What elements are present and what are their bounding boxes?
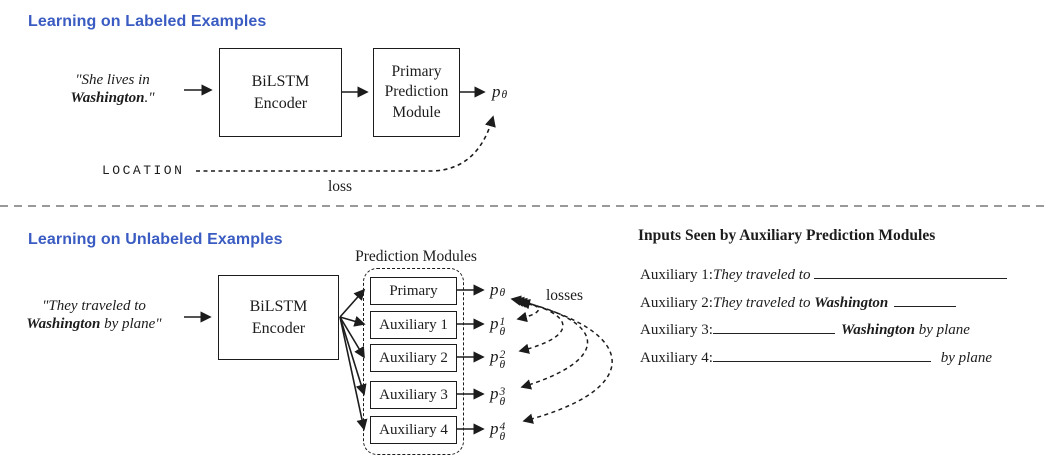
- prediction-modules-label: Prediction Modules: [355, 248, 477, 265]
- p-base: p: [490, 347, 499, 366]
- row-label: Auxiliary 2:: [640, 294, 713, 311]
- module-box-auxiliary-4: Auxiliary 4: [370, 416, 457, 444]
- module-box-primary: Primary: [370, 277, 457, 305]
- fan-arrow-primary: [339, 288, 366, 318]
- row-label: Auxiliary 4:: [640, 349, 713, 366]
- module-box-auxiliary-1: Auxiliary 1: [370, 311, 457, 339]
- row-post-text: by plane: [914, 322, 970, 338]
- loss-label: loss: [327, 178, 353, 195]
- p-sup: 3: [499, 386, 506, 398]
- module-box-auxiliary-3: Auxiliary 3: [370, 381, 457, 409]
- p-sub: θ: [499, 396, 506, 408]
- labeled-section-heading: Learning on Labeled Examples: [28, 13, 267, 30]
- losses-label: losses: [546, 287, 584, 304]
- p-subsup: θ: [501, 89, 508, 101]
- p-sub: θ: [501, 89, 508, 101]
- p-subsup: θ: [499, 287, 506, 299]
- p-base: p: [490, 419, 499, 438]
- labeled-input-text: "She lives in Washington.": [40, 71, 185, 108]
- labeled-input-suffix: .": [144, 90, 155, 107]
- p-sup: 2: [499, 349, 506, 361]
- blank-slot: [713, 320, 835, 334]
- row-content: They traveled to: [713, 265, 1008, 284]
- row-bold-word: Washington: [814, 294, 889, 311]
- row-pre-text: They traveled to: [713, 267, 811, 283]
- p-sub: θ: [499, 287, 506, 299]
- unlabeled-bilstm-encoder-box: BiLSTM Encoder: [218, 275, 339, 360]
- p-sup: 4: [499, 421, 506, 433]
- prediction-modules-dashed-container: [363, 268, 464, 455]
- labeled-input-bold-word: Washington: [70, 90, 145, 107]
- p-sup: 1: [499, 316, 506, 328]
- row-content: Washington by plane: [713, 320, 970, 339]
- aux-input-row-4: Auxiliary 4: by plane: [640, 348, 1040, 376]
- p-base: p: [490, 280, 499, 299]
- p-sub: θ: [499, 359, 506, 371]
- row-label: Auxiliary 1:: [640, 267, 713, 283]
- module-box-auxiliary-2: Auxiliary 2: [370, 344, 457, 372]
- fan-arrow-aux4: [339, 316, 368, 431]
- aux-input-row-3: Auxiliary 3: Washington by plane: [640, 320, 1040, 348]
- aux-input-row-2: Auxiliary 2: They traveled to Washington: [640, 293, 1040, 321]
- labeled-bilstm-encoder-box: BiLSTM Encoder: [219, 48, 342, 137]
- right-panel-heading: Inputs Seen by Auxiliary Prediction Modu…: [638, 227, 936, 244]
- row-content: They traveled to Washington: [713, 293, 957, 312]
- blank-slot: [894, 293, 957, 307]
- auxiliary-inputs-list: Auxiliary 1: They traveled to Auxiliary …: [640, 265, 1040, 375]
- unlabeled-input-text: "They traveled to Washington by plane": [2, 297, 186, 334]
- loss-arc-primary-aux2: [513, 296, 564, 354]
- blank-slot: [814, 265, 1008, 279]
- loss-arc-primary-aux4: [519, 299, 613, 424]
- p-base: p: [492, 82, 501, 101]
- unlabeled-input-suffix: by plane": [100, 316, 162, 333]
- loss-arc-primary-aux3: [516, 297, 589, 390]
- gold-label-location: LOCATION: [102, 163, 185, 178]
- fan-arrow-aux3: [339, 316, 367, 396]
- unlabeled-input-line1: "They traveled to: [42, 298, 146, 314]
- row-bold-word: Washington: [841, 322, 915, 338]
- p-sub: θ: [499, 326, 506, 338]
- p-sub: θ: [499, 431, 506, 443]
- primary-prediction-module-box: Primary Prediction Module: [373, 48, 460, 137]
- fan-arrow-aux1: [339, 315, 366, 327]
- row-post-text: by plane: [937, 349, 992, 366]
- p-base: p: [490, 384, 499, 403]
- aux-input-row-1: Auxiliary 1: They traveled to: [640, 265, 1040, 293]
- fan-arrow-aux2: [339, 316, 365, 359]
- blank-slot: [713, 348, 931, 362]
- row-pre-text: They traveled to: [713, 294, 815, 311]
- row-content: by plane: [713, 348, 992, 367]
- unlabeled-section-heading: Learning on Unlabeled Examples: [28, 231, 283, 248]
- unlabeled-input-bold-word: Washington: [26, 316, 101, 333]
- row-label: Auxiliary 3:: [640, 322, 713, 338]
- p-base: p: [490, 314, 499, 333]
- labeled-input-line1: "She lives in: [75, 72, 150, 88]
